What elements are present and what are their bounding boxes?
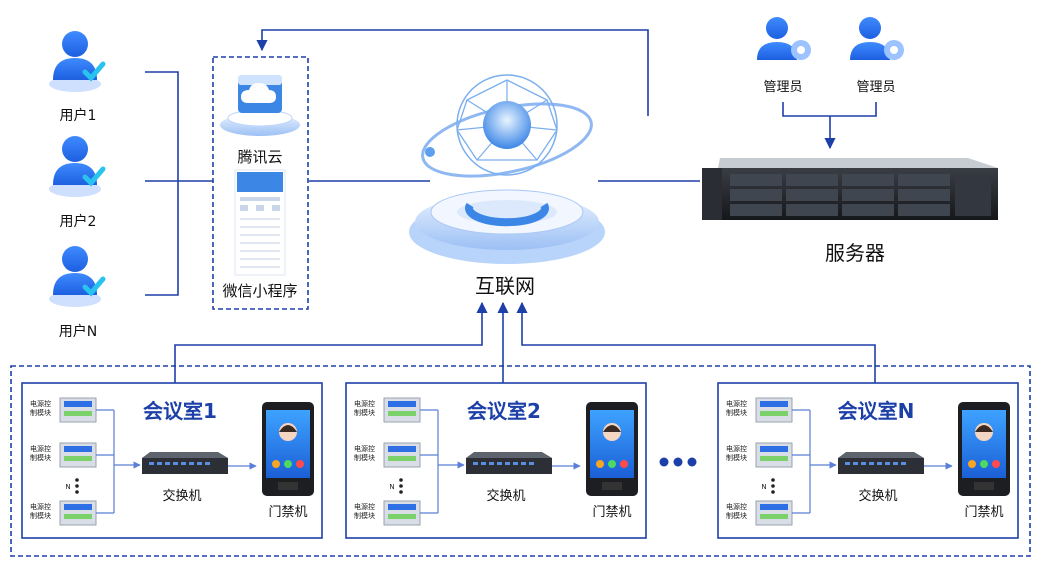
internet-globe-icon xyxy=(409,74,605,264)
power-module-icon xyxy=(383,397,421,423)
switch-label: 交换机 xyxy=(162,488,201,504)
cloud-app-box xyxy=(212,56,309,310)
module-label-bottom: 制模块 xyxy=(354,453,375,462)
door-terminal-label: 门禁机 xyxy=(964,505,1003,520)
module-label-top: 电源控 xyxy=(354,502,375,511)
power-module-icon xyxy=(755,500,793,526)
door-access-terminal-icon xyxy=(586,402,638,496)
door-terminal-label: 门禁机 xyxy=(592,505,631,520)
admin-icon xyxy=(850,17,904,60)
module-label-top: 电源控 xyxy=(354,399,375,408)
internet-label: 互联网 xyxy=(475,274,535,298)
network-switch-icon xyxy=(466,452,552,474)
module-label-top: 电源控 xyxy=(354,444,375,453)
room-title: 会议室N xyxy=(838,399,915,423)
cloud-icon xyxy=(220,75,300,136)
module-count-label: N xyxy=(761,483,766,491)
admin-label-2: 管理员 xyxy=(856,80,895,95)
user-label-1: 用户1 xyxy=(60,107,97,124)
rooms-frame xyxy=(10,365,1031,557)
admin-label-1: 管理员 xyxy=(763,80,802,95)
more-rooms-ellipsis xyxy=(659,457,697,467)
room1-to-internet-arrow xyxy=(174,301,488,383)
module-label-top: 电源控 xyxy=(30,444,51,453)
module-label-bottom: 制模块 xyxy=(30,408,51,417)
user-label-n: 用户N xyxy=(59,323,97,340)
mini-program-screenshot xyxy=(234,169,286,276)
power-module-icon xyxy=(755,442,793,468)
network-switch-icon xyxy=(838,452,924,474)
module-label-top: 电源控 xyxy=(726,399,747,408)
power-module-icon xyxy=(383,442,421,468)
room-title: 会议室1 xyxy=(143,399,217,423)
cloud-label: 腾讯云 xyxy=(237,148,282,166)
module-label-bottom: 制模块 xyxy=(726,453,747,462)
power-module-icon xyxy=(383,500,421,526)
module-label-bottom: 制模块 xyxy=(726,511,747,520)
module-label-top: 电源控 xyxy=(30,399,51,408)
module-label-bottom: 制模块 xyxy=(30,511,51,520)
module-count-label: N xyxy=(389,483,394,491)
vertical-dots xyxy=(399,478,403,494)
user-icons xyxy=(49,31,106,307)
admin-icon xyxy=(757,17,811,60)
room-title: 会议室2 xyxy=(467,399,541,423)
server-label: 服务器 xyxy=(825,241,885,265)
module-label-bottom: 制模块 xyxy=(354,511,375,520)
power-module-icon xyxy=(59,442,97,468)
module-count-label: N xyxy=(65,483,70,491)
door-access-terminal-icon xyxy=(262,402,314,496)
server-to-cloud-arrow xyxy=(256,29,649,116)
door-access-terminal-icon xyxy=(958,402,1010,496)
power-module-icon xyxy=(59,397,97,423)
switch-label: 交换机 xyxy=(486,488,525,504)
module-label-top: 电源控 xyxy=(726,502,747,511)
power-module-icon xyxy=(755,397,793,423)
server-icon xyxy=(702,158,998,220)
mini-program-label: 微信小程序 xyxy=(222,282,297,300)
vertical-dots xyxy=(771,478,775,494)
user-icon xyxy=(49,136,106,197)
module-label-top: 电源控 xyxy=(30,502,51,511)
module-label-top: 电源控 xyxy=(726,444,747,453)
roomN-to-internet-arrow xyxy=(516,301,876,383)
user-icon xyxy=(49,246,106,307)
module-label-bottom: 制模块 xyxy=(354,408,375,417)
vertical-dots xyxy=(75,478,79,494)
network-switch-icon xyxy=(142,452,228,474)
user-icon xyxy=(49,31,106,92)
user-label-2: 用户2 xyxy=(60,213,97,230)
module-label-bottom: 制模块 xyxy=(30,453,51,462)
connection-lines xyxy=(145,29,877,383)
users-bracket-line xyxy=(145,71,179,296)
admins-bracket-line xyxy=(782,102,877,117)
module-label-bottom: 制模块 xyxy=(726,408,747,417)
door-terminal-label: 门禁机 xyxy=(268,505,307,520)
switch-label: 交换机 xyxy=(858,488,897,504)
power-module-icon xyxy=(59,500,97,526)
rooms-layer: 会议室1电源控制模块电源控制模块电源控制模块N交换机门禁机会议室2电源控制模块电… xyxy=(21,382,1019,539)
